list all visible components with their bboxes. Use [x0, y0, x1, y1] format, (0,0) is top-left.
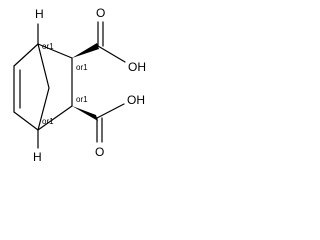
stereo-label: or1: [42, 117, 54, 126]
wedge-bonds: [72, 43, 99, 121]
atom-h-bottom: H: [33, 150, 42, 164]
bond: [37, 105, 73, 131]
bond: [37, 43, 73, 59]
bond: [97, 45, 126, 63]
bond: [13, 43, 39, 67]
bond: [37, 87, 50, 131]
atom-oh-top: OH: [128, 60, 146, 74]
bond: [96, 103, 125, 119]
atom-o-top: O: [96, 6, 105, 20]
atom-h-top: H: [35, 7, 44, 21]
structure-diagram: H H O OH OH O or1 or1 or1 or1: [13, 6, 146, 164]
bonds: [13, 21, 126, 149]
atom-o-bottom: O: [95, 145, 104, 159]
stereo-label: or1: [76, 63, 88, 72]
bond: [13, 111, 39, 131]
wedge-bond: [72, 106, 98, 121]
wedge-bond: [72, 43, 99, 58]
stereo-label: or1: [42, 42, 54, 51]
stereo-label: or1: [76, 95, 88, 104]
bond: [37, 43, 50, 89]
atom-oh-bottom: OH: [127, 93, 145, 107]
